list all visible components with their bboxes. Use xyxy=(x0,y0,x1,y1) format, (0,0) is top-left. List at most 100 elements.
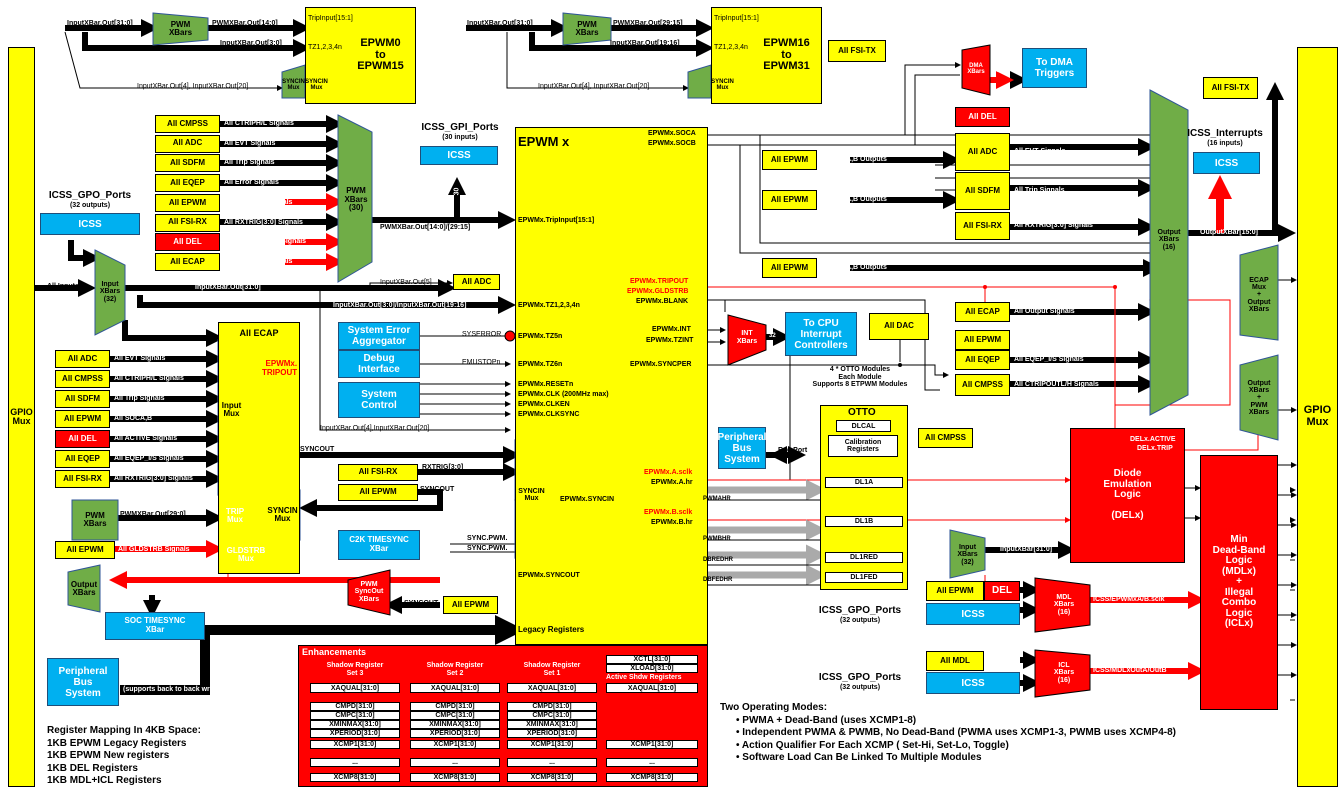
shadow-register: XPERIOD[31:0] xyxy=(310,729,400,738)
peripheral-bus-system: Peripheral Bus System xyxy=(47,658,119,706)
all-epwm-gld: All EPWM xyxy=(55,541,115,559)
input-mux-input-box: All EQEP xyxy=(55,450,110,468)
pwm-xbar-input-box: All SDFM xyxy=(155,154,220,173)
icss-gpo-bot-sub: (32 outputs) xyxy=(839,684,881,691)
otto-dlcal: DLCAL xyxy=(836,420,891,432)
epwm-tz5-label: EPWMx.TZ5n xyxy=(518,333,563,340)
pwm-xbars-top-left-shape xyxy=(152,12,209,46)
epwm-x-block xyxy=(515,127,708,645)
ecap-mux-output-xbars: ECAP Mux + Output XBars xyxy=(1247,276,1271,314)
all-cmpss-del: All CMPSS xyxy=(918,428,973,448)
register-mapping-line: 1KB MDL+ICL Registers xyxy=(47,775,162,786)
top-left-syncin-mux-text: SYNCIN Mux xyxy=(305,78,328,91)
icss-gpo-top-sub: (32 outputs) xyxy=(69,202,111,209)
pwm-xbar-input-box: All EPWM xyxy=(155,193,220,212)
del-active-label: DELx.ACTIVE xyxy=(1130,436,1176,443)
peripheral-bus-system-2: Peripheral Bus System xyxy=(718,427,766,469)
otto-note: 4 * OTTO Modules Each Module Supports 8 … xyxy=(812,366,908,389)
input-mux-input-signal: All Trip Signals xyxy=(114,395,165,402)
right-input-signal: All TRIP, ACTIVE Signals xyxy=(1014,113,1097,120)
dma-xbars: DMA XBars xyxy=(967,62,985,75)
active-shadow-label: Active Shdw Registers xyxy=(606,674,682,681)
mode-item: • Independent PWMA & PWMB, No Dead-Band … xyxy=(720,727,1176,740)
dma-16-label: 16 xyxy=(993,68,1000,74)
soc-timesync-xbar: SOC TIMESYNC XBar xyxy=(105,612,205,640)
epwm-syncin-label: EPWMx.SYNCIN xyxy=(560,496,615,503)
pwm-xbars-left-shape xyxy=(71,499,119,541)
input-mux-input-box: All SDFM xyxy=(55,390,110,408)
top-mid-syncin-src-label: InputXBar.Out[4], InputXBar.Out[20] xyxy=(538,83,650,90)
bullet-icon: • xyxy=(736,727,743,738)
pwm-xbar-input-box: All EQEP xyxy=(155,174,220,193)
input-mux-input-signal: All EQEP_I/S Signals xyxy=(114,455,184,462)
shadow-register: XCMP1[31:0] xyxy=(310,740,400,749)
register-mapping-line: 1KB EPWM Legacy Registers xyxy=(47,737,187,749)
ecap-mux-shape xyxy=(1239,244,1279,341)
shadow-register: CMPD[31:0] xyxy=(507,702,597,711)
epwm-tzint-label: EPWMx.TZINT xyxy=(646,337,694,344)
right-input-signal: All RXTRIG[3:0] Signals xyxy=(1014,222,1093,229)
epwm-socb-label: EPWMx.SOCB xyxy=(648,140,696,147)
shadow-register: XCMP8[31:0] xyxy=(507,773,597,782)
right-input2-signal: All EQEP_I/S Signals xyxy=(1014,356,1084,363)
top-mid-tz-text: TZ1,2,3,4n xyxy=(714,44,748,51)
epwm-syncout-label: EPWMx.SYNCOUT xyxy=(518,572,580,579)
all-adc-small: All ADC xyxy=(453,274,500,290)
shadow-register: XCMP1[31:0] xyxy=(410,740,500,749)
mdl-xbars-shape xyxy=(1034,577,1091,633)
input-xbars-32-shape xyxy=(94,249,126,336)
syncin-mux-top-mid-shape xyxy=(687,64,712,99)
pwm-syncout-xbars: PWM SyncOut XBars xyxy=(354,580,384,603)
pwm-xbar-input-box: All ADC xyxy=(155,134,220,153)
to-dma-triggers: To DMA Triggers xyxy=(1022,48,1087,88)
right-input-box: All DEL xyxy=(955,107,1010,127)
shadow-register: ... xyxy=(310,758,400,767)
modes-title: Two Operating Modes: xyxy=(720,702,828,713)
top-left-syncin-mux: SYNCIN Mux xyxy=(282,78,305,91)
mode-item: • Action Qualifier For Each XCMP ( Set-H… xyxy=(720,740,1176,753)
pwmbhr-label: PWMBHR xyxy=(703,536,731,542)
shadow-register: CMPC[31:0] xyxy=(507,711,597,720)
right-input2-signal: All Output Signals xyxy=(1014,308,1075,315)
pwm-xbar-input-signal: All CTRIPH/L Signals xyxy=(224,120,294,127)
active-register: ... xyxy=(606,758,698,767)
active-xaqual: XAQUAL[31:0] xyxy=(606,683,698,693)
trip-mux: TRIP Mux xyxy=(225,506,245,524)
register-mapping-line: 1KB EPWM New registers xyxy=(47,750,170,761)
output-xbars-pwm-shape xyxy=(1239,354,1279,441)
input-xbars-32b: Input XBars (32) xyxy=(957,543,978,566)
all-inputs-label: All Inputs xyxy=(47,283,79,290)
pwm-xbar-input-signal: All RXTRIG[3:0] Signals xyxy=(224,218,303,226)
mode-item: • PWMA + Dead-Band (uses XCMP1-8) xyxy=(720,715,1176,728)
epwm-tz-label: EPWMx.TZ1,2,3,4n xyxy=(518,302,580,309)
pwmxbar-out29-label: PWMXBar.Out[29:0] xyxy=(120,511,186,518)
pwm-xbar-input-box: All ECAP xyxy=(155,252,220,271)
gldstrb-signals-label: All GLDSTRB Signals xyxy=(118,546,190,553)
icl-xbars: ICL XBars (16) xyxy=(1053,661,1075,684)
mode-item-text: PWMA + Dead-Band (uses XCMP1-8) xyxy=(742,714,917,726)
shadow-register: XPERIOD[31:0] xyxy=(410,729,500,738)
debug-interface: Debug Interface xyxy=(338,350,420,378)
input-mux-input-signal: All RXTRIG[3:0] Signals xyxy=(114,475,193,482)
emustop-label: EMUSTOPn xyxy=(462,359,501,366)
icss-int-title: ICSS_Interrupts xyxy=(1187,128,1263,139)
otto-calibration-registers: Calibration Registers xyxy=(828,435,898,457)
output-xbars-16-shape xyxy=(1149,89,1189,416)
shadow-xaqual: XAQUAL[31:0] xyxy=(410,683,500,693)
register-mapping: Register Mapping In 4KB Space:1KB EPWM L… xyxy=(47,725,201,788)
epwm-soca-label: EPWMx.SOCA xyxy=(648,130,696,137)
mode-item-text: Independent PWMA & PWMB, No Dead-Band (P… xyxy=(742,727,1177,738)
input-mux-input-signal: All ACTIVE Signals xyxy=(114,435,178,442)
input-xbar-out31b-label: InputXBar[31:0] xyxy=(1000,546,1053,553)
pwm-syncout-xbars-shape xyxy=(347,569,391,616)
soc1-signals-label: All SOCA,B Outputs xyxy=(820,156,887,163)
top-mid-pwmx-out-label: PWMXBar.Out[29:15] xyxy=(613,20,683,27)
top-mid-input-xbar-label: InputXBar.Out[31:0] xyxy=(467,20,533,27)
shadow-register: CMPD[31:0] xyxy=(310,702,400,711)
soc2-signals-label: All SOCA,B Outputs xyxy=(820,196,887,203)
otto-title: OTTO xyxy=(848,407,876,418)
epwm-tripinput-label: EPWMx.TripInput[15:1] xyxy=(518,217,595,224)
pwmxbar-out-full-label: PWMXBar.Out[14:0]/[29:15] xyxy=(380,224,471,231)
mode-item-text: Software Load Can Be Linked To Multiple … xyxy=(742,752,982,763)
all-epwm-soc2: All EPWM xyxy=(762,190,817,210)
